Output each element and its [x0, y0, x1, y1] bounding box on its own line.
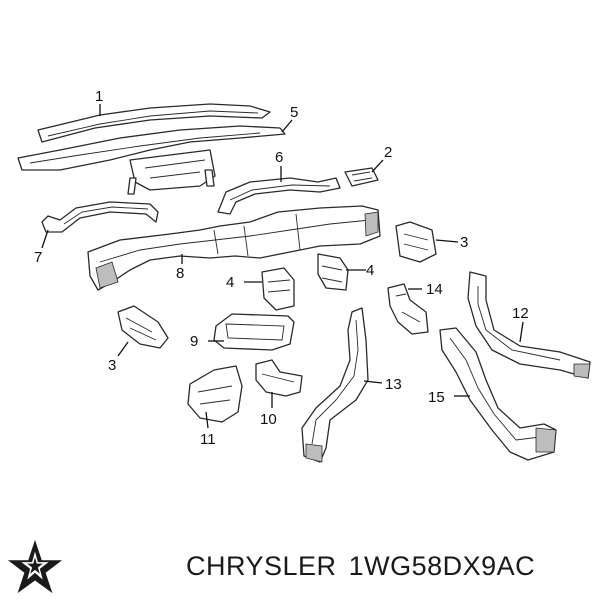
part-10-bracket [255, 359, 303, 397]
part-13-floor-duct [301, 307, 369, 463]
callout-label: 13 [385, 376, 402, 393]
callout-label: 1 [95, 88, 103, 105]
part-3-vent-right [395, 221, 437, 263]
part-6-side-duct [217, 177, 341, 215]
part-number: 1WG58DX9AC [348, 551, 536, 581]
callout-label: 8 [176, 265, 184, 282]
callout-label: 10 [260, 411, 277, 428]
part-4-vent-right [317, 253, 349, 291]
callout-label: 4 [366, 262, 374, 279]
part-3-bracket-left [117, 305, 169, 349]
part-15-rear-duct [439, 327, 557, 461]
part-1-dash-panel [37, 103, 271, 143]
part-2-vent [344, 167, 379, 187]
part-5-lower-panel [17, 125, 286, 195]
callout-label: 6 [275, 149, 283, 166]
callout-label: 11 [200, 431, 216, 448]
footer-text: CHRYSLER 1WG58DX9AC [186, 551, 547, 582]
brand-name: CHRYSLER [186, 551, 337, 581]
part-8-center-duct [87, 205, 381, 291]
callout-label: 12 [512, 305, 529, 322]
callout-label: 7 [34, 249, 42, 266]
leader-lines [41, 104, 524, 429]
callout-label: 5 [290, 104, 298, 121]
part-7-left-duct [41, 201, 159, 233]
part-4-vent-left [261, 267, 295, 311]
part-11-console-duct [187, 365, 243, 423]
callout-label: 4 [226, 274, 234, 291]
part-12-right-duct [467, 271, 591, 379]
callout-label: 2 [384, 144, 392, 161]
callout-label: 9 [190, 333, 198, 350]
part-14-bracket [387, 283, 429, 335]
callout-label: 3 [460, 234, 468, 251]
callout-label: 14 [426, 281, 443, 298]
part-9-bezel [213, 313, 295, 351]
callout-label: 15 [428, 389, 445, 406]
callout-label: 3 [108, 357, 116, 374]
callout-labels: 1 5 2 6 3 7 8 4 4 14 12 3 9 13 15 11 10 [34, 88, 529, 448]
chrysler-pentastar-logo-icon [7, 539, 63, 594]
